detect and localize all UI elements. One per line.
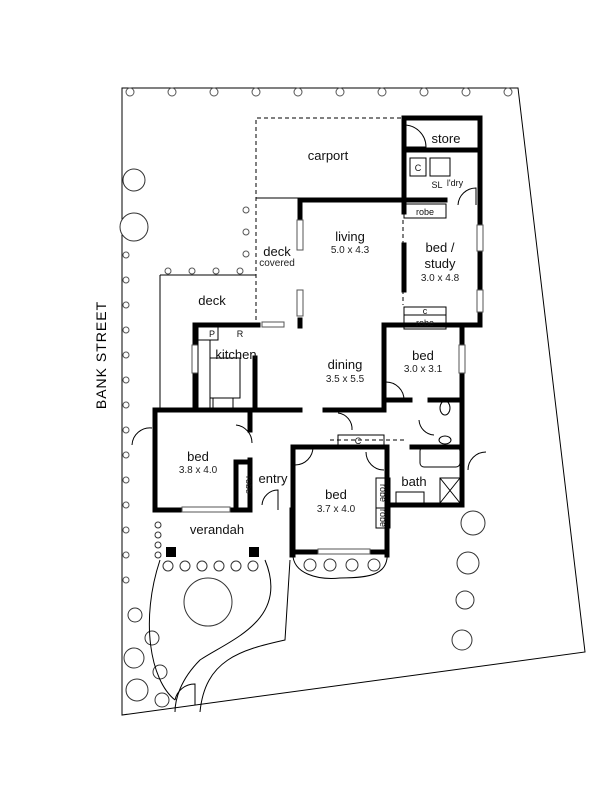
windows	[181, 219, 484, 555]
room-kitchen: kitchen	[215, 347, 256, 362]
kitchen-fridge: R	[237, 329, 244, 339]
bed1-size: 3.8 x 4.0	[179, 465, 218, 476]
hall-cupboard: C	[355, 436, 362, 446]
street-name: BANK STREET	[93, 301, 109, 409]
room-bed-study-1: bed /	[426, 240, 455, 255]
room-store: store	[432, 131, 461, 146]
room-bed1: bed	[187, 449, 209, 464]
bed2-size: 3.0 x 3.1	[404, 364, 443, 375]
bay-window	[292, 549, 388, 579]
room-deck: deck	[198, 293, 226, 308]
garden-trees	[119, 168, 486, 708]
bed-study-size: 3.0 x 4.8	[421, 273, 460, 284]
bed3-robe-2: robe	[378, 509, 388, 527]
living-size: 5.0 x 4.3	[331, 245, 370, 256]
robe-bed-study	[403, 203, 447, 219]
bed3-robe-1: robe	[378, 484, 388, 502]
bed3-size: 3.7 x 4.0	[317, 504, 356, 515]
door-swings	[131, 124, 487, 705]
room-entry: entry	[259, 471, 288, 486]
room-carport: carport	[308, 148, 349, 163]
room-deck-covered: deck	[263, 244, 291, 259]
room-verandah: verandah	[190, 522, 244, 537]
room-bed2: bed	[412, 348, 434, 363]
room-bath: bath	[401, 474, 426, 489]
path-edge	[174, 559, 272, 713]
fixtures	[197, 157, 461, 529]
room-bed3: bed	[325, 487, 347, 502]
kitchen-pantry: P	[209, 329, 215, 339]
bed1-robe: robe	[244, 476, 254, 494]
site-boundary	[121, 87, 586, 716]
room-dining: dining	[328, 357, 363, 372]
bed2-cupboard: c	[423, 306, 428, 316]
robe-label: robe	[416, 207, 434, 217]
laundry-cupboard: C	[415, 163, 422, 173]
deck-covered-sub: covered	[259, 258, 295, 269]
garden-edge	[148, 559, 176, 701]
dining-size: 3.5 x 5.5	[326, 374, 365, 385]
room-bed-study-2: study	[424, 256, 456, 271]
room-laundry: l'dry	[447, 178, 464, 188]
laundry-sink: SL	[431, 180, 442, 190]
boundary-shrubs	[122, 87, 513, 584]
bed2-robe: robe	[416, 318, 434, 328]
room-living: living	[335, 229, 365, 244]
path-edge	[199, 559, 291, 713]
